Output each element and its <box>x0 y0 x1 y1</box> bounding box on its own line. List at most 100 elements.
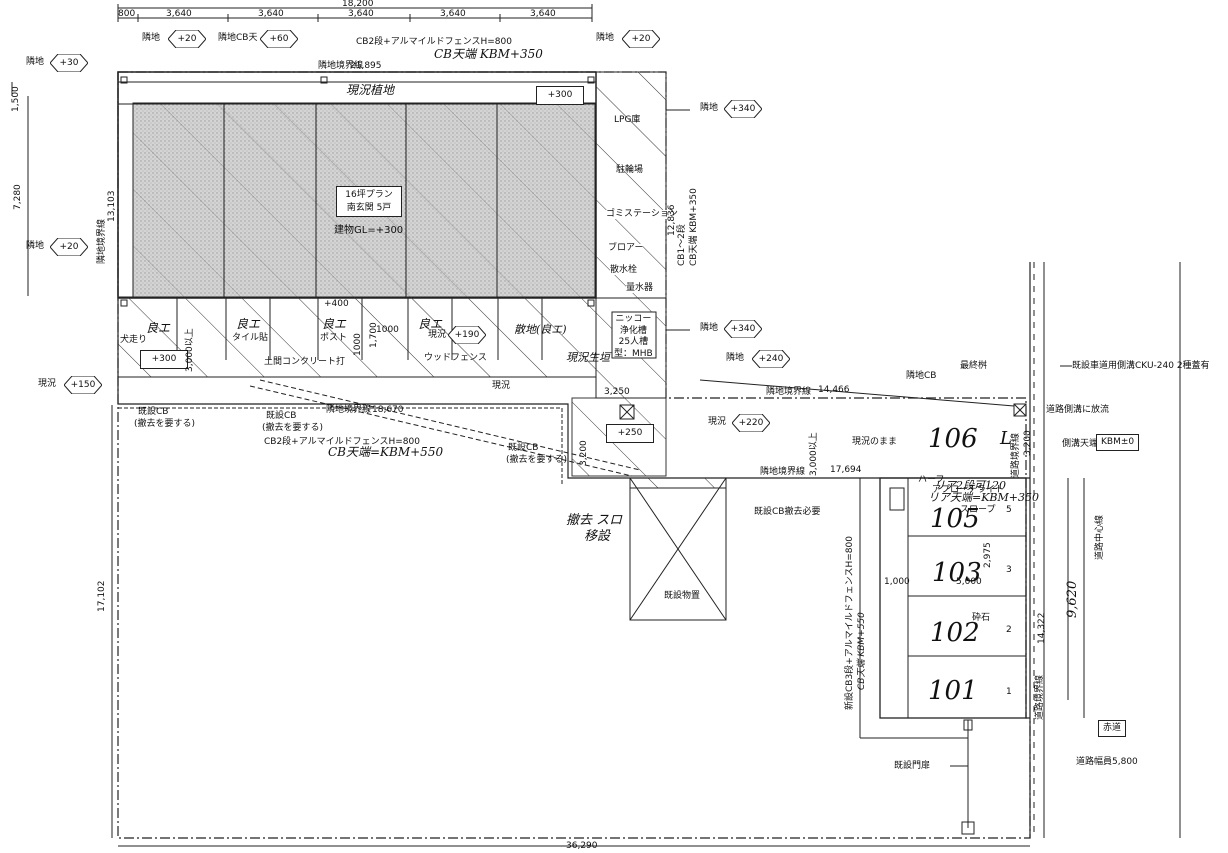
final-basin-label: 最終桝 <box>960 361 988 371</box>
blower-label: ブロアー <box>608 243 644 253</box>
gutter-note: 道路側溝に放流 <box>1046 405 1110 415</box>
rear-cb-note: リア2段可120 <box>934 479 1006 492</box>
cb-right-label: CB1〜2段 <box>677 224 687 266</box>
current-label: 現況 <box>492 381 511 391</box>
building-gl: 建物GL=+300 <box>334 225 404 236</box>
neighbor-cb-label: 隣地CB <box>906 371 937 381</box>
level-marker: +220 <box>732 414 770 432</box>
unit-note: 良エ <box>418 317 443 331</box>
dim-small: 1,000 <box>884 577 910 587</box>
unit-mark: L <box>1000 428 1012 449</box>
boundary-length: 14,466 <box>818 385 850 395</box>
septic-line: ニッコー <box>615 314 652 324</box>
dim-small: 3,000以上 <box>185 328 195 372</box>
keep-label: 現況のまま <box>852 437 898 447</box>
unit-number: 102 <box>930 618 980 648</box>
dim-small: 1000 <box>376 325 399 335</box>
unit-note: 散地(良エ) <box>514 323 567 336</box>
level-value: +20 <box>631 34 651 44</box>
boundary-label: 隣地境界線 <box>760 467 806 477</box>
level-marker: +340 <box>724 320 762 338</box>
road-width-label: 道路幅員 <box>1076 757 1113 767</box>
gate-label: 既設門扉 <box>894 761 931 771</box>
unit-number: 103 <box>932 558 982 588</box>
road-center-label: 道路中心線 <box>1095 514 1105 560</box>
level-label: 隣地 <box>142 33 161 43</box>
level-label: 隣地 <box>700 103 719 113</box>
dim-vertical: 1,500 <box>11 86 21 112</box>
unit-note: 良エ <box>322 317 347 331</box>
parking-number: 5 <box>1006 505 1012 515</box>
level-label: 現況 <box>38 379 57 389</box>
dim-small: 5,000 <box>956 577 982 587</box>
level-marker: +190 <box>448 326 486 344</box>
parking-number: 3 <box>1006 565 1012 575</box>
level-marker: +240 <box>752 350 790 368</box>
existing-cb-note: (撤去を要する) <box>506 455 568 465</box>
hedge-note: 現況生垣 <box>566 351 610 364</box>
remove-cb-label: 既設CB撤去必要 <box>754 507 821 517</box>
walkway-label: 犬走り <box>120 335 148 345</box>
existing-cb-label: 既設CB <box>508 443 539 453</box>
level-value: +150 <box>70 380 96 390</box>
rain-tank-label: 散水栓 <box>610 265 638 275</box>
dim-segment: 800 <box>118 9 136 19</box>
remove-note: 移設 <box>584 529 611 544</box>
level-label: 現況 <box>428 330 447 340</box>
planting-note: 現況植地 <box>346 83 395 97</box>
dim-segment: 3,640 <box>530 9 556 19</box>
level-value: +60 <box>269 34 289 44</box>
existing-cb-note: (撤去を要する) <box>134 419 196 429</box>
dim-small: 1,700 <box>369 322 379 348</box>
unit-note: 良エ <box>236 317 261 331</box>
approach-light-2: アプローチライト <box>932 485 1005 495</box>
level-value: +340 <box>730 104 756 114</box>
fence-note: CB天端=KBM+550 <box>328 445 444 459</box>
level-value: +20 <box>59 242 79 252</box>
dim-total: 18,200 <box>342 0 374 9</box>
septic-block: ニッコー 浄化槽 25人槽 型：MHB <box>614 314 653 361</box>
dim-small: 3,000以上 <box>809 432 819 476</box>
dim-small: 3,200 <box>579 440 589 466</box>
level-label: 現況 <box>708 417 727 427</box>
level-box: +300 <box>140 350 188 369</box>
tile-label: タイル貼 <box>232 333 269 343</box>
dim-segment: 3,640 <box>348 9 374 19</box>
plan-subtitle: 南玄関 5戸 <box>346 202 392 213</box>
approach-light: ハーフ <box>918 475 945 485</box>
septic-line: 25人槽 <box>618 337 649 348</box>
rear-cb-note: リア天端=KBM+350 <box>928 491 1039 504</box>
level-label: 隣地 <box>726 353 745 363</box>
level-value: +240 <box>758 354 784 364</box>
dim-vertical: 7,280 <box>13 184 23 210</box>
building-plan-box: 16坪プラン 南玄関 5戸 <box>336 186 402 218</box>
level-value: +30 <box>59 58 79 68</box>
parking-number: 2 <box>1006 625 1012 635</box>
dim-small: 1000 <box>353 333 363 356</box>
woodfence-label: ウッドフェンス <box>424 353 487 363</box>
fence-label: CB2段+アルマイルドフェンスH=800 <box>264 437 420 447</box>
kbm-box: KBM±0 <box>1096 434 1140 451</box>
boundary-length: 17,694 <box>830 465 862 475</box>
dim-small: 3,200 <box>1023 430 1033 456</box>
dim-segment: 3,640 <box>258 9 284 19</box>
boundary-label: 隣地境界線 <box>318 61 364 71</box>
red-road-box: 赤道 <box>1098 720 1127 737</box>
post-label: ポスト <box>320 333 348 343</box>
dim-segment: 3,640 <box>166 9 192 19</box>
level-box: +300 <box>536 86 584 105</box>
level-marker: +20 <box>168 30 206 48</box>
bike-label: 駐輪場 <box>616 165 644 175</box>
boundary-length: 21,895 <box>350 61 382 71</box>
level-marker: +30 <box>50 54 88 72</box>
unit-number: 101 <box>928 676 978 706</box>
level-label: +400 <box>324 299 349 309</box>
boundary-length: 18,670 <box>372 405 404 415</box>
gutter-top-label: 側溝天端 <box>1062 439 1099 449</box>
dim-vertical: 17,102 <box>97 580 107 613</box>
dim-small: 3,250 <box>604 387 630 397</box>
level-value: +340 <box>730 324 756 334</box>
level-label: 隣地CB天 <box>218 33 258 43</box>
level-label: 隣地 <box>26 241 45 251</box>
level-marker: +150 <box>64 376 102 394</box>
